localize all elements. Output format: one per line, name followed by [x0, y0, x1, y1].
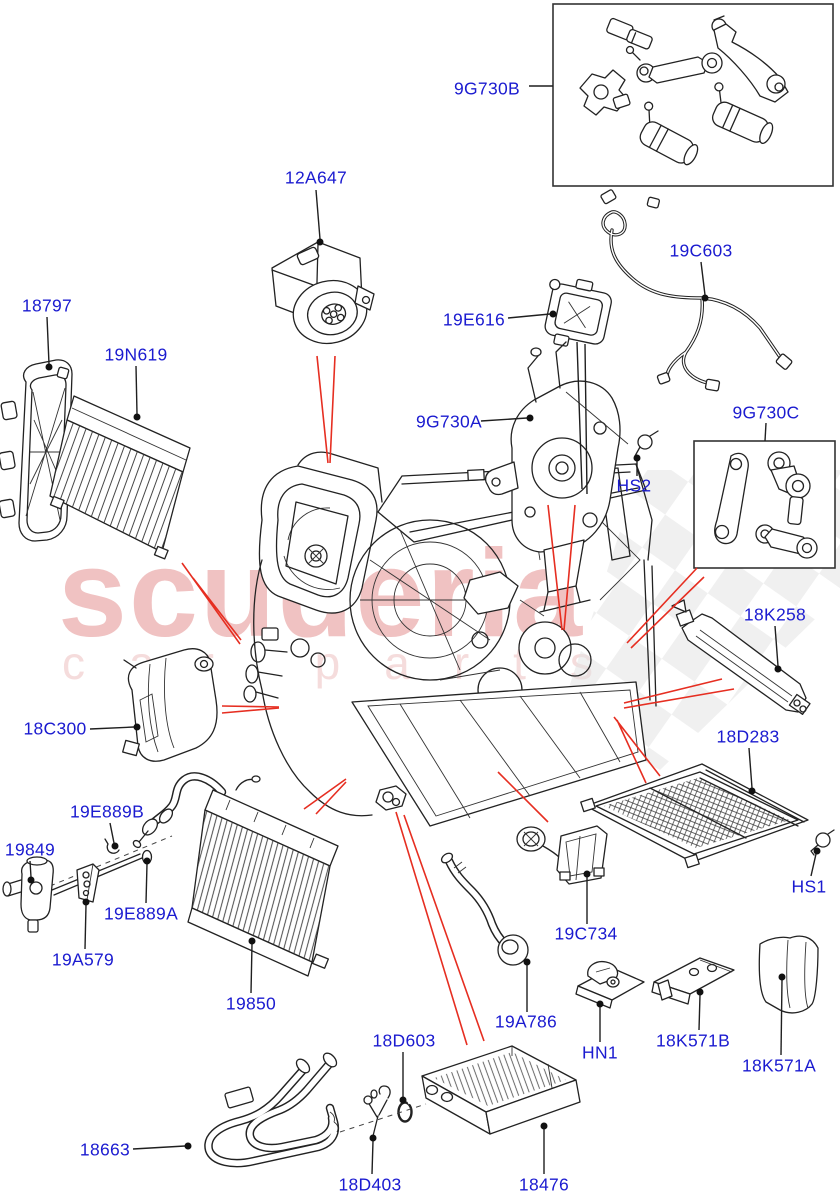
part-label-18K571A: 18K571A	[741, 1055, 817, 1076]
part-label-19E889A: 19E889A	[103, 903, 179, 924]
part-label-9G730A: 9G730A	[415, 411, 483, 432]
part-actuator-kit-9G730B	[579, 15, 789, 166]
part-clip-18D403	[363, 1085, 391, 1137]
part-label-HS2: HS2	[616, 475, 652, 496]
part-label-18663: 18663	[79, 1139, 131, 1160]
part-label-19E616: 19E616	[442, 309, 506, 330]
part-label-HN1: HN1	[582, 1042, 618, 1063]
part-label-19850: 19850	[225, 993, 277, 1014]
part-actuator-19E616	[544, 278, 612, 347]
part-label-19N619: 19N619	[104, 344, 168, 365]
part-air-duct-18C300	[122, 648, 218, 762]
part-label-19E889B: 19E889B	[69, 801, 145, 822]
part-pollen-filter-19N619	[49, 395, 191, 560]
part-oring-18D603	[339, 1099, 427, 1133]
part-bracket-18K571B	[651, 957, 735, 1005]
part-shield-18K571A	[758, 935, 819, 1014]
part-label-18797: 18797	[21, 295, 73, 316]
part-label-HS1: HS1	[791, 876, 827, 897]
part-gear-bracket-9G730A	[484, 341, 621, 613]
part-label-9G730C: 9G730C	[732, 402, 800, 423]
part-label-18C300: 18C300	[23, 718, 87, 739]
part-label-18D403: 18D403	[338, 1174, 402, 1195]
part-label-19849: 19849	[4, 839, 56, 860]
part-expansion-valve-19849	[2, 835, 173, 933]
part-blower-motor-12A647	[271, 241, 375, 345]
part-drain-tube-19A786	[440, 852, 529, 966]
part-label-18K571B: 18K571B	[655, 1030, 731, 1051]
part-label-19C603: 19C603	[669, 240, 733, 261]
part-screw-HS1	[810, 829, 835, 856]
part-bracket-19A579	[76, 863, 100, 903]
part-heater-hoses-18663	[204, 1052, 339, 1168]
part-label-18K258: 18K258	[743, 604, 807, 625]
part-main-hvac-unit	[243, 451, 657, 827]
part-label-19A786: 19A786	[494, 1011, 558, 1032]
part-bracket-19C734	[516, 825, 608, 885]
part-label-18D283: 18D283	[716, 726, 780, 747]
part-duct-bar-18K258	[671, 599, 811, 715]
part-screw-HS2	[565, 391, 659, 460]
part-label-19C734: 19C734	[554, 923, 618, 944]
part-wiring-harness-19C603	[600, 189, 793, 392]
part-lever-kit-9G730C	[714, 451, 818, 559]
part-clip-19E889B	[104, 838, 120, 854]
part-heater-core-18476	[421, 1045, 581, 1135]
label-leader-lines	[27, 85, 821, 1175]
part-label-12A647: 12A647	[284, 167, 348, 188]
part-mesh-panel-18D283	[580, 763, 809, 869]
part-label-9G730B: 9G730B	[453, 78, 521, 99]
part-clip-nut-HN1	[575, 960, 645, 1009]
part-label-19A579: 19A579	[51, 949, 115, 970]
part-label-18D603: 18D603	[372, 1030, 436, 1051]
part-evaporator-19850	[132, 772, 339, 977]
part-label-18476: 18476	[518, 1174, 570, 1195]
red-leader-lines	[181, 355, 735, 1046]
